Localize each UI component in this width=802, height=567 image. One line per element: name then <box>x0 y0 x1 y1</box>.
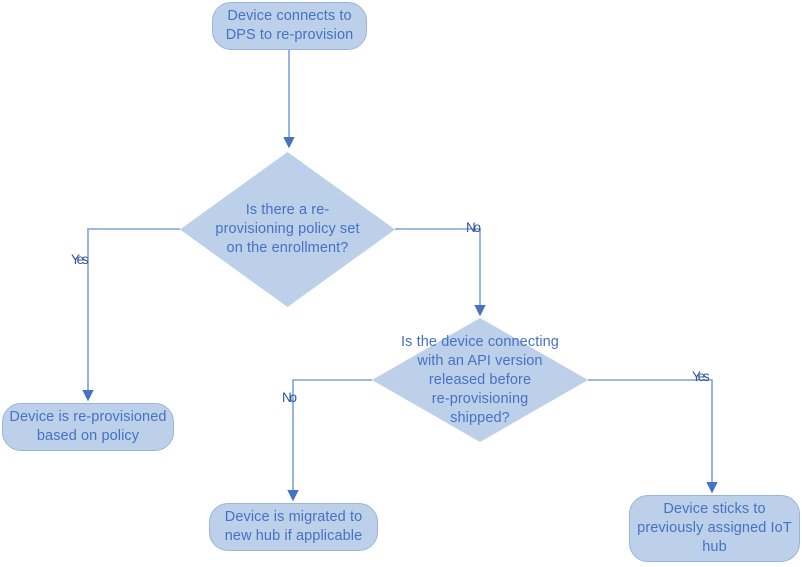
node-device-is-migrated-to-new-hub[interactable]: Device is migrated to new hub if applica… <box>209 503 378 551</box>
node-device-is-reprovisioned-based-on-policy[interactable]: Device is re-provisioned based on policy <box>2 403 174 451</box>
node-label: Device sticks to previously assigned IoT… <box>637 501 792 555</box>
edge-policy-no <box>395 228 486 317</box>
node-device-sticks-to-previously-assigned-iot-hub[interactable]: Device sticks to previously assigned IoT… <box>629 495 800 562</box>
node-is-device-connecting-with-old-api[interactable]: Is the device connecting with an API ver… <box>372 318 588 442</box>
edge-label-policy-no: No <box>466 220 481 235</box>
node-label: Is there a re- provisioning policy set o… <box>215 202 360 256</box>
edge-policy-yes <box>82 228 180 402</box>
edge-label-api-yes: Yes <box>692 369 710 384</box>
node-label: Device is migrated to new hub if applica… <box>224 509 363 544</box>
edge-label-policy-yes: Yes <box>71 252 89 267</box>
node-label: Is the device connecting with an API ver… <box>401 333 559 426</box>
node-is-reprovisioning-policy-set[interactable]: Is there a re- provisioning policy set o… <box>180 152 395 307</box>
node-label: Device is re-provisioned based on policy <box>9 409 167 444</box>
edge-label-api-no: No <box>282 390 297 405</box>
node-device-connects-to-dps[interactable]: Device connects to DPS to re-provision <box>212 2 367 50</box>
node-label: Device connects to DPS to re-provision <box>225 8 354 43</box>
edge-api-yes <box>588 379 718 494</box>
edge-api-no <box>287 379 372 502</box>
